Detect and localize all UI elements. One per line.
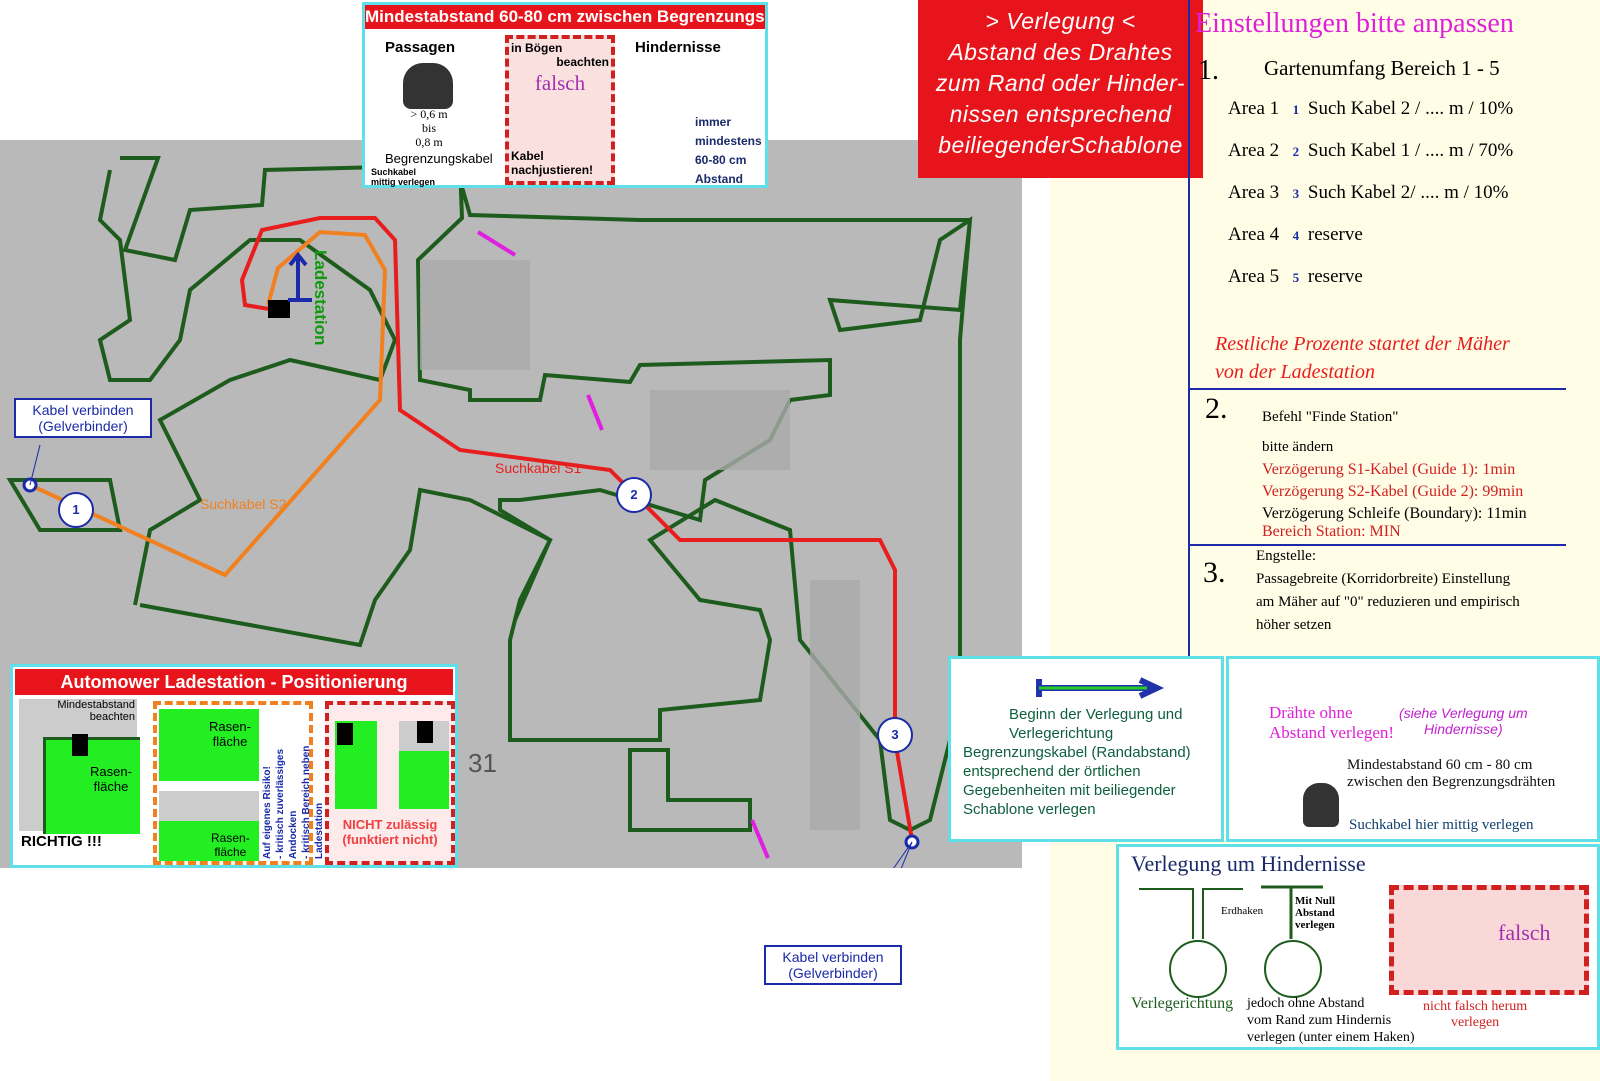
boundary-area-left [6,478,123,532]
passagen-heading: Passagen [385,39,456,56]
marker-2-icon: 2 [616,477,652,513]
risk-text: Auf eigenes Risiko!- kritisch zuverlässi… [262,745,325,859]
boundary-area-center [139,487,553,648]
charging-station-icon [268,300,290,318]
such-text: Suchkabel hier mittig verlegen [1349,817,1534,833]
nicht-label: NICHT zulässig(funktiert nicht) [342,817,438,847]
section-3-text: Engstelle:Passagebreite (Korridorbreite)… [1256,548,1520,633]
hindernis-panel: Verlegung um Hindernisse Verlegerichtung… [1116,844,1600,1050]
star-3-icon: 3 [1292,186,1300,201]
divider [1188,544,1566,546]
ladestation-label: Ladestation [311,250,330,346]
star-5-icon: 5 [1292,270,1300,285]
lawn-area: Rasen-fläche [43,734,140,834]
connect-callout-left: Kabel verbinden(Gelverbinder) [14,398,152,438]
magenta-arrow-icons [476,230,770,859]
lawn-area: Rasen-fläche [159,709,259,781]
callout-line: (Gelverbinder) [788,965,878,981]
risk-box: Rasen-fläche Rasen-fläche Auf eigenes Ri… [153,701,325,865]
station-icon [72,734,88,756]
s2-label: Suchkabel S2 [200,496,287,512]
lawn-area: Rasen-fläche [159,791,259,861]
wrong-box: NICHT zulässig(funktiert nicht) [325,701,455,865]
star-2-icon: 2 [1292,144,1300,159]
panel-title: Mindestabstand 60-80 cm zwischen Begrenz… [365,5,765,29]
rasen-label: Rasen-fläche [90,764,132,794]
panel-title: Automower Ladestation - Positionierung [15,669,453,695]
star-4-icon: 4 [1292,228,1300,243]
house-number: 31 [468,748,497,778]
boundary-box [628,748,752,832]
nachjustieren-label: Kabel nachjustieren! [511,149,594,177]
divider [1188,388,1566,390]
callout-line: (Gelverbinder) [38,418,128,434]
passage-panel: Mindestabstand 60-80 cm zwischen Begrenz… [362,2,768,188]
wrong-example-box: falsch [1389,885,1589,995]
marker-3-icon: 3 [877,717,913,753]
section-2-number: 2. [1205,392,1228,425]
boundary-area-west [97,169,398,606]
marker-1-icon: 1 [58,492,94,528]
connect-callout-right: Kabel verbinden(Gelverbinder) [764,945,902,985]
begrenzungskabel-label: Begrenzungskabel [385,151,493,166]
section-1-number: 1. [1198,55,1219,86]
guide-wire-s2 [29,229,388,578]
obstacle-diagram-icon [1139,885,1323,998]
map-drawing [6,156,973,868]
section-2-text: Befehl "Finde Station"bitte ändern [1262,409,1399,455]
falsch-label: falsch [534,71,586,95]
s1-label: Suchkabel S1 [495,460,582,476]
ladestation-panel: Automower Ladestation - Positionierung M… [10,664,458,868]
start-arrow-icon [1036,677,1165,699]
callout-line: Kabel verbinden [32,402,134,418]
hindernisse-heading: Hindernisse [635,39,721,56]
boundary-area-main [120,156,973,833]
divider [1188,0,1190,660]
settings-title: Einstellungen bitte anpassen [1195,8,1514,39]
suchkabel-note: Suchkabel mittig verlegen [371,167,436,187]
richtig-label: RICHTIG !!! [21,833,102,850]
mower-icon [403,63,453,109]
callout-line: Kabel verbinden [782,949,884,965]
section-1-title: Gartenumfang Bereich 1 - 5 [1264,56,1500,80]
hindernis-title: Verlegung um Hindernisse [1131,851,1366,876]
star-1-icon: 1 [1292,102,1300,117]
mower-icon [1303,783,1339,827]
erdhaken-label: Erdhaken [1221,905,1264,917]
section-3-number: 3. [1203,556,1226,589]
guide-wire-s1 [239,216,914,841]
direction-arrow-icon [288,251,312,302]
verlegerichtung-label: Verlegerichtung [1131,995,1234,1012]
falsch-label: falsch [1498,920,1551,945]
